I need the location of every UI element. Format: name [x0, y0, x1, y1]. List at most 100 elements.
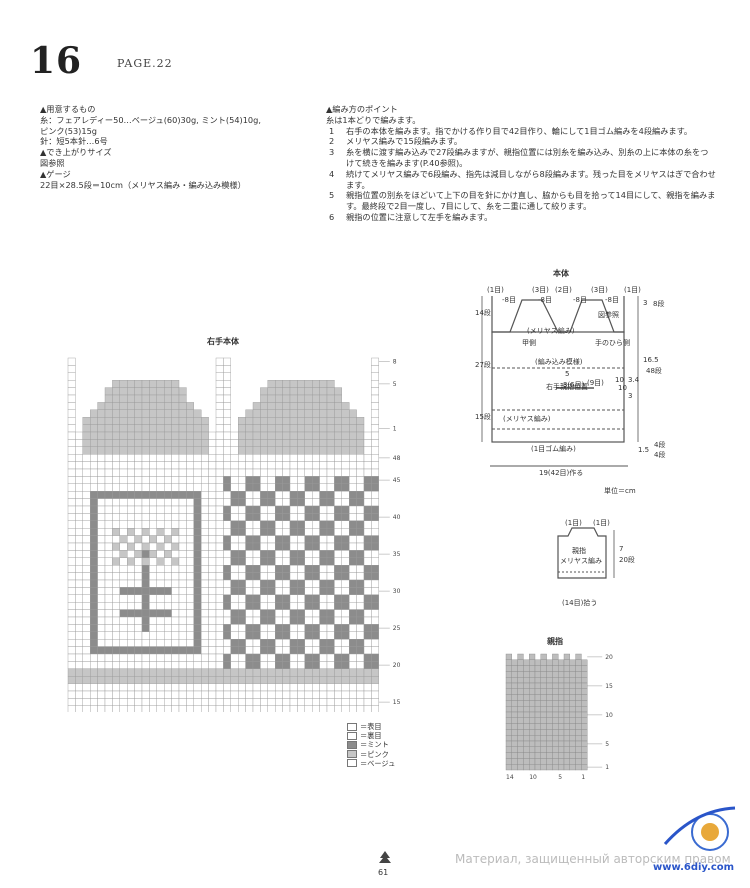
chart-cell — [223, 461, 231, 470]
chart-cell — [104, 513, 113, 521]
chart-cell — [319, 639, 328, 647]
chart-cell — [200, 572, 209, 581]
chart-cell — [104, 683, 113, 692]
thumb-chart-cell — [563, 752, 571, 759]
chart-cell — [252, 483, 261, 492]
chart-cell — [119, 394, 128, 403]
chart-cell — [215, 476, 224, 485]
chart-cell — [223, 572, 231, 581]
chart-cell — [230, 461, 239, 470]
chart-cell — [67, 520, 76, 529]
chart-cell — [252, 594, 261, 603]
chart-cell — [356, 579, 365, 588]
chart-cell — [260, 394, 268, 403]
chart-cell — [260, 550, 268, 558]
chart-cell — [371, 416, 379, 425]
chart-cell — [289, 394, 298, 403]
chart-cell — [67, 624, 76, 632]
chart-cell — [371, 631, 379, 640]
chart-cell — [186, 668, 195, 677]
chart-cell — [178, 661, 187, 669]
chart-cell — [267, 690, 276, 699]
chart-cell — [230, 609, 239, 618]
chart-cell — [149, 564, 158, 573]
chart-cell — [126, 683, 135, 692]
chart-cell — [90, 579, 98, 588]
chart-cell — [200, 446, 209, 455]
chart-cell — [156, 520, 165, 529]
row-number: 8 — [393, 359, 397, 366]
chart-cell — [186, 446, 195, 455]
chart-cell — [282, 409, 291, 418]
chart-cell — [319, 542, 328, 551]
thumb-chart-cell — [569, 717, 576, 724]
chart-cell — [67, 698, 76, 706]
chart-cell — [90, 505, 98, 514]
chart-cell — [319, 505, 328, 514]
chart-cell — [334, 690, 342, 699]
chart-cell — [104, 550, 113, 558]
chart-cell — [193, 513, 202, 521]
thumb-chart-cell — [517, 729, 524, 736]
chart-cell — [75, 594, 83, 603]
thumb-chart-cell — [540, 665, 547, 672]
chart-cell — [326, 402, 335, 411]
chart-cell — [304, 431, 313, 440]
chart-cell — [371, 683, 379, 692]
chart-cell — [356, 631, 365, 640]
chart-cell — [274, 439, 283, 448]
chart-cell — [149, 431, 158, 440]
row-number: 48 — [393, 455, 401, 462]
chart-cell — [134, 683, 143, 692]
chart-cell — [193, 668, 202, 677]
chart-cell — [67, 690, 76, 699]
thumb-chart-cell — [517, 665, 524, 672]
chart-cell — [141, 557, 150, 566]
chart-cell — [304, 690, 313, 699]
chart-cell — [112, 601, 121, 610]
chart-cell — [223, 453, 231, 462]
chart-cell — [319, 587, 328, 595]
chart-cell — [341, 653, 350, 662]
chart-cell — [126, 431, 135, 440]
thumb-chart-cell — [505, 723, 513, 730]
chart-cell — [326, 483, 335, 492]
chart-cell — [186, 609, 195, 618]
instructions-heading: ▲編み方のポイント — [326, 104, 398, 114]
chart-cell — [193, 461, 202, 470]
chart-cell — [67, 601, 76, 610]
chart-cell — [163, 527, 172, 536]
schem-dim-right-8: 1.5 — [638, 446, 650, 454]
chart-cell — [186, 542, 195, 551]
chart-cell — [341, 624, 350, 632]
chart-cell — [223, 520, 231, 529]
chart-cell — [304, 587, 313, 595]
chart-cell — [186, 698, 195, 706]
chart-cell — [178, 683, 187, 692]
chart-cell — [237, 542, 246, 551]
chart-cell — [319, 624, 328, 632]
chart-cell — [186, 476, 195, 485]
chart-cell — [289, 439, 298, 448]
thumb-chart-cell — [575, 758, 582, 765]
chart-cell — [171, 668, 180, 677]
schem-num-1: 5 — [565, 370, 570, 378]
chart-cell — [237, 483, 246, 492]
chart-cell — [349, 572, 357, 581]
chart-cell — [363, 468, 372, 477]
chart-cell — [178, 513, 187, 521]
thumb-chart-cell — [505, 763, 513, 771]
chart-cell — [67, 513, 76, 521]
chart-cell — [156, 594, 165, 603]
chart-cell — [311, 690, 320, 699]
chart-cell — [223, 372, 231, 381]
chart-cell — [326, 690, 335, 699]
chart-cell — [223, 439, 231, 448]
chart-cell — [304, 616, 313, 625]
chart-cell — [319, 676, 328, 684]
chart-cell — [208, 676, 217, 684]
chart-cell — [200, 520, 209, 529]
chart-cell — [319, 483, 328, 492]
